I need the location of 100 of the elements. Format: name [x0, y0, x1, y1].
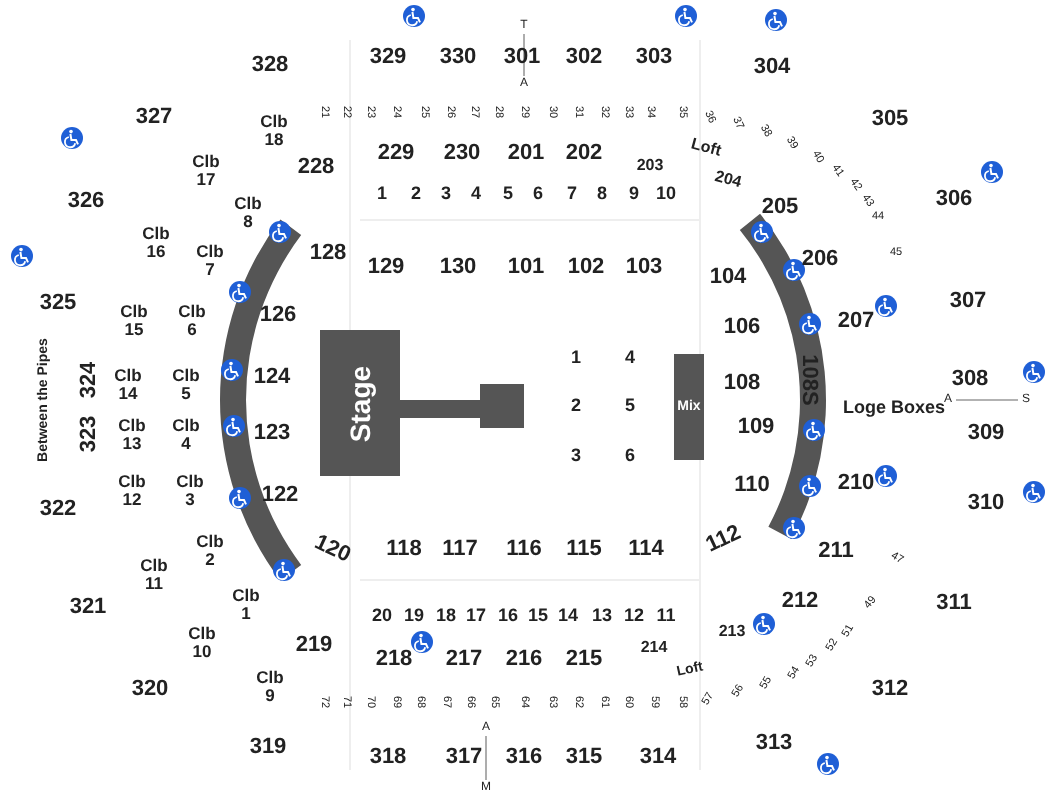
section-number: 306	[935, 189, 973, 211]
area-label: Loft	[689, 136, 723, 160]
row-number: 5	[503, 185, 513, 203]
section-number: 129	[367, 257, 405, 279]
section-number: 206	[801, 249, 839, 271]
club-section-label: Clb 12	[116, 473, 148, 507]
row-number: 15	[528, 607, 548, 625]
club-section-label: Clb 17	[190, 153, 222, 187]
row-number: 12	[624, 607, 644, 625]
section-number: 219	[295, 635, 333, 657]
section-number: 205	[761, 197, 799, 219]
row-number: 16	[498, 607, 518, 625]
section-number: 130	[439, 257, 477, 279]
section-number: 311	[936, 593, 972, 615]
section-number: 216	[505, 649, 543, 671]
section-number: 310	[967, 493, 1005, 515]
section-number: 212	[781, 591, 819, 613]
row-number: 10	[656, 185, 676, 203]
section-number: 323	[79, 415, 101, 453]
section-number: 116	[506, 539, 542, 561]
section-number: 330	[439, 47, 477, 69]
row-number: 20	[372, 607, 392, 625]
section-number: 218	[375, 649, 413, 671]
section-number: 214	[640, 640, 668, 656]
row-number: 4	[471, 185, 481, 203]
section-number: 312	[871, 679, 909, 701]
section-number: 211	[818, 541, 854, 563]
section-number: 118	[386, 539, 422, 561]
section-number: 207	[837, 311, 875, 333]
section-number: 301	[503, 47, 541, 69]
section-number: 128	[309, 243, 347, 265]
row-number: 5	[625, 397, 635, 415]
club-section-label: Clb 18	[258, 113, 290, 147]
stage-area: Stage	[320, 330, 400, 476]
club-section-label: Clb 10	[186, 625, 218, 659]
club-section-label: Clb 7	[194, 243, 226, 277]
club-section-label: Clb 5	[170, 367, 202, 401]
section-number: 110	[734, 475, 770, 497]
row-number: 1	[377, 185, 387, 203]
section-number: 217	[445, 649, 483, 671]
row-number: 18	[436, 607, 456, 625]
row-number: 1	[571, 349, 581, 367]
section-number: 309	[967, 423, 1005, 445]
club-section-label: Clb 15	[118, 303, 150, 337]
row-number: 13	[592, 607, 612, 625]
row-number: 7	[567, 185, 577, 203]
club-section-label: Clb 16	[140, 225, 172, 259]
row-number: 3	[441, 185, 451, 203]
section-number: 322	[39, 499, 77, 521]
section-number: 215	[565, 649, 603, 671]
section-number: 328	[251, 55, 289, 77]
club-section-label: Clb 9	[254, 669, 286, 703]
section-number: 112	[703, 522, 745, 558]
section-number: 108	[723, 373, 761, 395]
section-number: 203	[636, 158, 664, 174]
section-number: 106	[723, 317, 761, 339]
area-label: Loge Boxes	[842, 399, 945, 417]
section-number: 101	[507, 257, 545, 279]
row-number: 19	[404, 607, 424, 625]
row-number: 6	[533, 185, 543, 203]
section-number: 320	[131, 679, 169, 701]
club-section-label: Clb 14	[112, 367, 144, 401]
club-section-label: Clb 4	[170, 417, 202, 451]
section-number: 123	[253, 423, 291, 445]
club-section-label: Clb 6	[176, 303, 208, 337]
section-number: 102	[567, 257, 605, 279]
section-number: 329	[369, 47, 407, 69]
section-number: 303	[635, 47, 673, 69]
row-number: 3	[571, 447, 581, 465]
section-number: 204	[713, 168, 743, 192]
section-number: 318	[369, 747, 407, 769]
row-number: 17	[466, 607, 486, 625]
section-number: 213	[718, 624, 746, 640]
section-number: 104	[709, 267, 747, 289]
row-number: 11	[656, 607, 676, 625]
row-number: 14	[558, 607, 578, 625]
section-number: 109	[737, 417, 775, 439]
section-number: 307	[949, 291, 987, 313]
section-number: 115	[566, 539, 602, 561]
club-section-label: Clb 8	[232, 195, 264, 229]
section-number: 316	[505, 747, 543, 769]
section-number: 103	[625, 257, 663, 279]
section-number: 319	[249, 737, 287, 759]
section-number: 122	[261, 485, 299, 507]
section-number: 314	[639, 747, 677, 769]
section-number: 325	[39, 293, 77, 315]
section-number: 326	[67, 191, 105, 213]
section-number: 317	[445, 747, 483, 769]
section-number: 124	[253, 367, 291, 389]
section-number: 302	[565, 47, 603, 69]
section-number: 315	[565, 747, 603, 769]
section-number: 229	[377, 143, 415, 165]
section-number: 304	[753, 57, 791, 79]
section-number: 117	[442, 539, 478, 561]
section-number: 324	[79, 361, 101, 399]
section-number: 228	[297, 157, 335, 179]
club-section-label: Clb 11	[138, 557, 170, 591]
section-number: 230	[443, 143, 481, 165]
row-number: 2	[411, 185, 421, 203]
row-number: 2	[571, 397, 581, 415]
